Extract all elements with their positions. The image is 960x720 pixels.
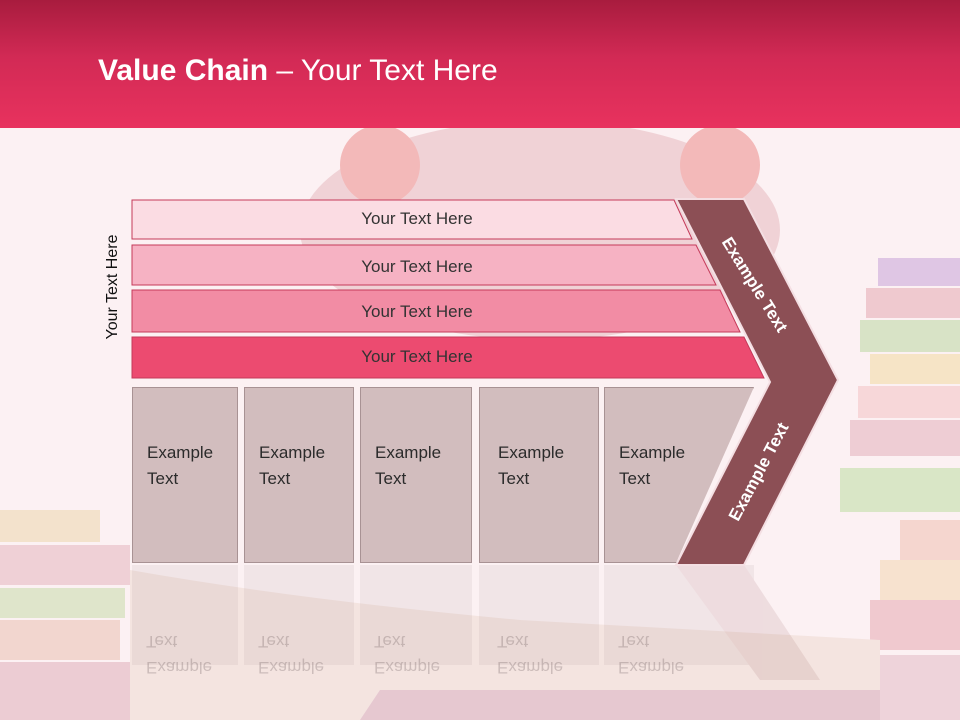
box-5-line1: Example bbox=[619, 443, 686, 462]
bar-2 bbox=[131, 244, 717, 286]
bar-1 bbox=[131, 199, 693, 240]
reflection-2-line2: Text bbox=[258, 632, 290, 651]
box-5-line2: Text bbox=[619, 469, 651, 488]
box-3-line2: Text bbox=[375, 469, 407, 488]
reflection-1-line1: Example bbox=[146, 658, 213, 677]
title-rest: – Your Text Here bbox=[268, 54, 498, 87]
reflection-1-line2: Text bbox=[146, 632, 178, 651]
reflection-5-line2: Text bbox=[618, 632, 650, 651]
reflection-4-line2: Text bbox=[497, 632, 529, 651]
box-2-line1: Example bbox=[259, 443, 326, 462]
box-1-line2: Text bbox=[147, 469, 179, 488]
bar-1-text: Your Text Here bbox=[361, 209, 473, 228]
side-label: Your Text Here bbox=[104, 234, 121, 340]
slide-title: Value Chain – Your Text Here bbox=[98, 54, 498, 88]
bar-4-text: Your Text Here bbox=[361, 347, 473, 366]
chevron-arrow bbox=[674, 198, 840, 566]
bar-3 bbox=[131, 289, 741, 333]
box-1-line1: Example bbox=[147, 443, 214, 462]
reflection-5-line1: Example bbox=[618, 658, 685, 677]
reflection-4-line1: Example bbox=[497, 658, 564, 677]
reflection-group: Example Text Example Text Example Text Exam… bbox=[0, 590, 960, 690]
reflection-3-line2: Text bbox=[374, 632, 406, 651]
reflection-2-line1: Example bbox=[258, 658, 325, 677]
header-band bbox=[0, 0, 960, 128]
bar-2-text: Your Text Here bbox=[361, 257, 473, 276]
reflection-3-line1: Example bbox=[374, 658, 441, 677]
box-4-line2: Text bbox=[498, 469, 530, 488]
box-3-line1: Example bbox=[375, 443, 442, 462]
title-bold: Value Chain bbox=[98, 54, 269, 87]
box-2-line2: Text bbox=[259, 469, 291, 488]
bar-3-text: Your Text Here bbox=[361, 302, 473, 321]
bar-4 bbox=[131, 336, 765, 379]
box-4-line1: Example bbox=[498, 443, 565, 462]
